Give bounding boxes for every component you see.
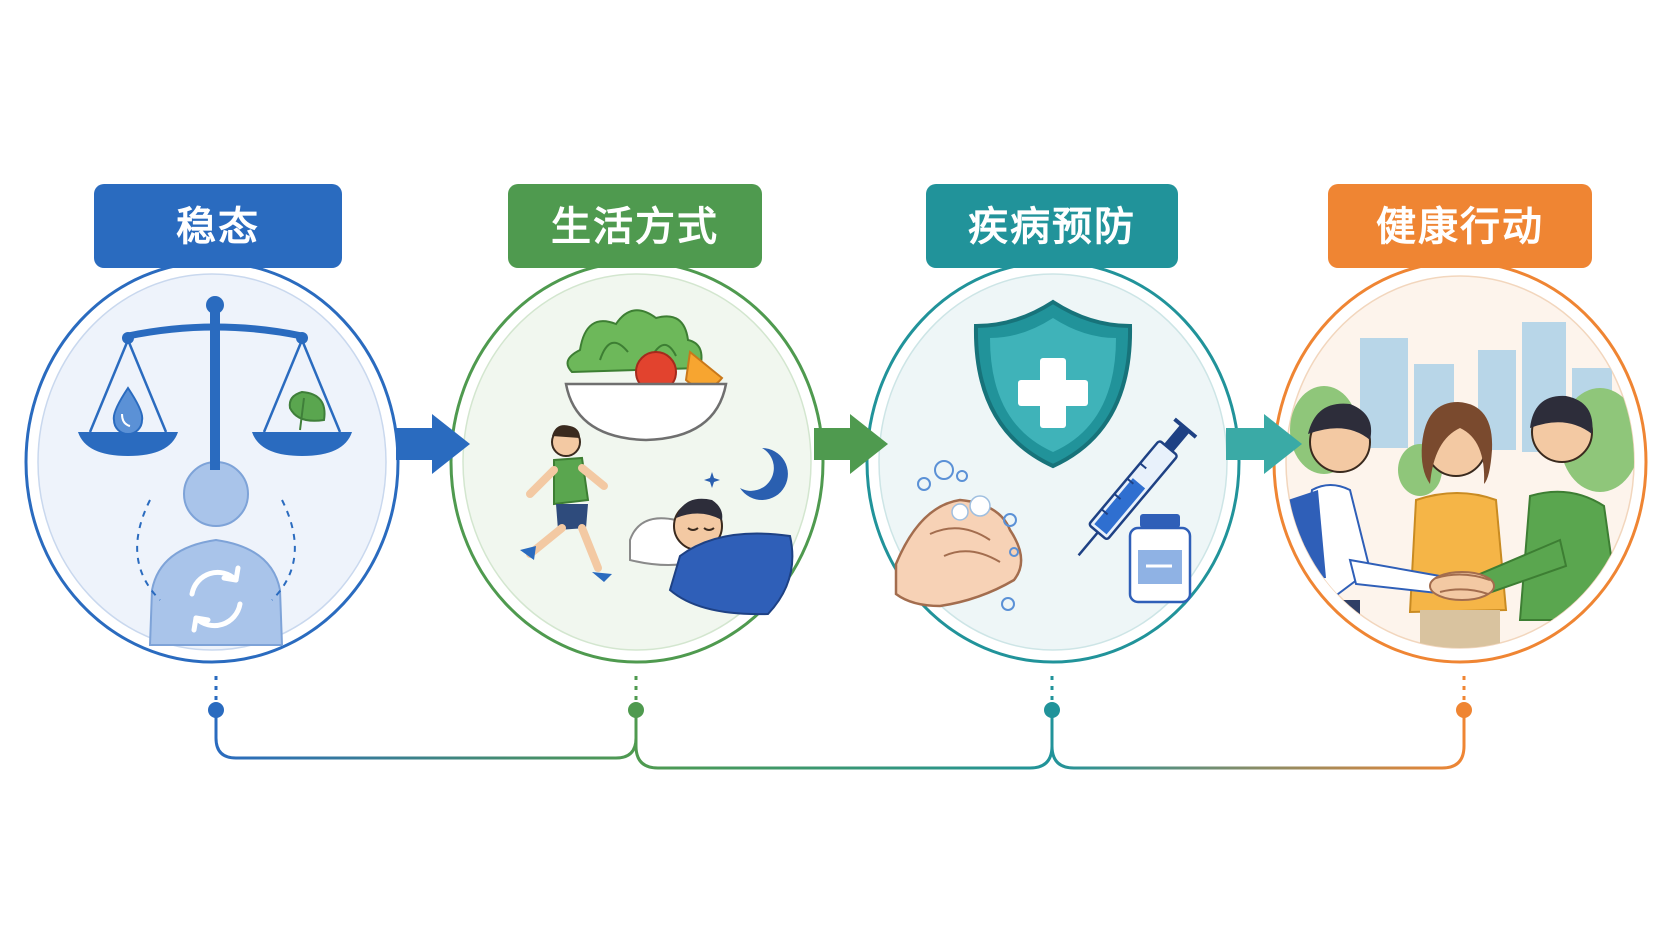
flow-arrow-2	[814, 414, 888, 474]
connector-node	[1456, 702, 1472, 718]
connector-node	[1044, 702, 1060, 718]
syringe-icon	[1077, 417, 1198, 557]
sleeping-person-icon	[629, 498, 794, 616]
flow-arrow-3	[1226, 414, 1302, 474]
stage-lifestyle	[449, 260, 825, 664]
stage-label: 生活方式	[551, 204, 719, 250]
stage-label: 稳态	[176, 204, 260, 250]
stage-tag-health-action: 健康行动	[1328, 184, 1592, 268]
city-skyline-icon	[1360, 322, 1612, 454]
stage-tag-lifestyle: 生活方式	[508, 184, 762, 268]
moon-icon	[704, 448, 788, 500]
cycle-arrows-icon	[189, 565, 243, 633]
vaccine-vial-icon	[1128, 514, 1192, 604]
runner-icon	[520, 425, 612, 582]
hand-washing-icon	[894, 460, 1023, 611]
stage-tag-homeostasis: 稳态	[94, 184, 342, 268]
stage-label: 健康行动	[1376, 204, 1544, 250]
stage-tag-disease-prevention: 疾病预防	[926, 184, 1178, 268]
connector-node	[208, 702, 224, 718]
salad-bowl-icon	[564, 309, 728, 442]
leaf-icon	[288, 390, 326, 431]
stage-label: 疾病预防	[968, 204, 1136, 250]
balance-scale-icon	[78, 296, 352, 470]
connector-node	[628, 702, 644, 718]
bottom-connector	[208, 676, 1472, 770]
stage-health-action	[1272, 260, 1648, 664]
flow-arrow-1	[396, 414, 470, 474]
stage-homeostasis	[24, 260, 400, 664]
shield-cross-icon	[973, 299, 1133, 469]
stage-disease-prevention	[865, 260, 1241, 664]
hands-together-icon	[1348, 538, 1568, 601]
water-drop-icon	[112, 386, 144, 435]
human-body-icon	[148, 461, 284, 646]
